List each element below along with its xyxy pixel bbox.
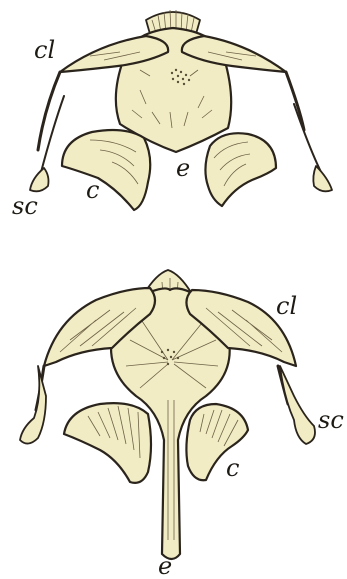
bottom-left-coracoid bbox=[64, 403, 151, 483]
top-clavicle-label: cl bbox=[34, 36, 55, 64]
top-episternum-label: e bbox=[176, 154, 190, 182]
top-left-coracoid bbox=[62, 130, 150, 210]
top-coracoid-label: c bbox=[86, 176, 99, 204]
top-right-coracoid bbox=[205, 133, 276, 206]
top-scapula-label: sc bbox=[12, 192, 38, 220]
top-shoulder-girdle: cl sc c e bbox=[12, 10, 332, 220]
bottom-left-scapula bbox=[20, 366, 46, 444]
bottom-coracoid-label: c bbox=[226, 454, 239, 482]
top-left-scapula bbox=[30, 72, 64, 191]
bottom-scapula-label: sc bbox=[318, 406, 344, 434]
bottom-episternum-label: e bbox=[158, 552, 172, 579]
top-right-scapula bbox=[286, 72, 332, 191]
bottom-right-scapula bbox=[278, 366, 315, 444]
bottom-clavicle-label: cl bbox=[276, 292, 297, 320]
bottom-shoulder-girdle: cl sc c e bbox=[20, 270, 344, 579]
